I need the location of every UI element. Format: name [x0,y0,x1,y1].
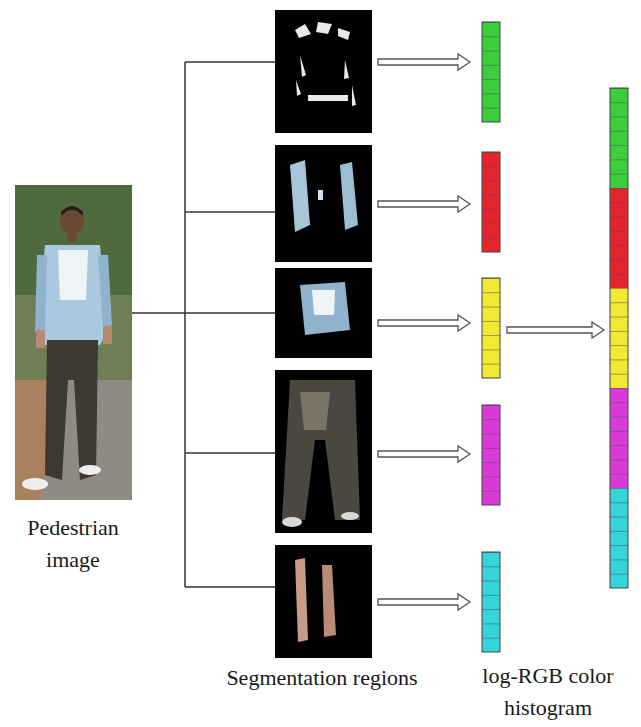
branch-lines [132,62,275,587]
histogram-bar [482,405,500,505]
segmentation-region [275,145,372,262]
segmentation-region [275,370,372,533]
caption-label: Segmentation regions [222,662,422,694]
histogram-bar [482,22,500,122]
segmentation-region [275,10,372,133]
histogram-bar [482,152,500,252]
caption-label: log-RGB color histogram [463,660,633,724]
histogram-bar [482,552,500,652]
pedestrian-photo [15,185,132,500]
histogram-bar [482,278,500,378]
segmentation-region [275,268,372,358]
hollow-arrow [378,54,604,610]
caption-label: Pedestrian image [8,512,138,576]
segmentation-region [275,545,372,658]
concatenated-histogram [610,88,628,588]
